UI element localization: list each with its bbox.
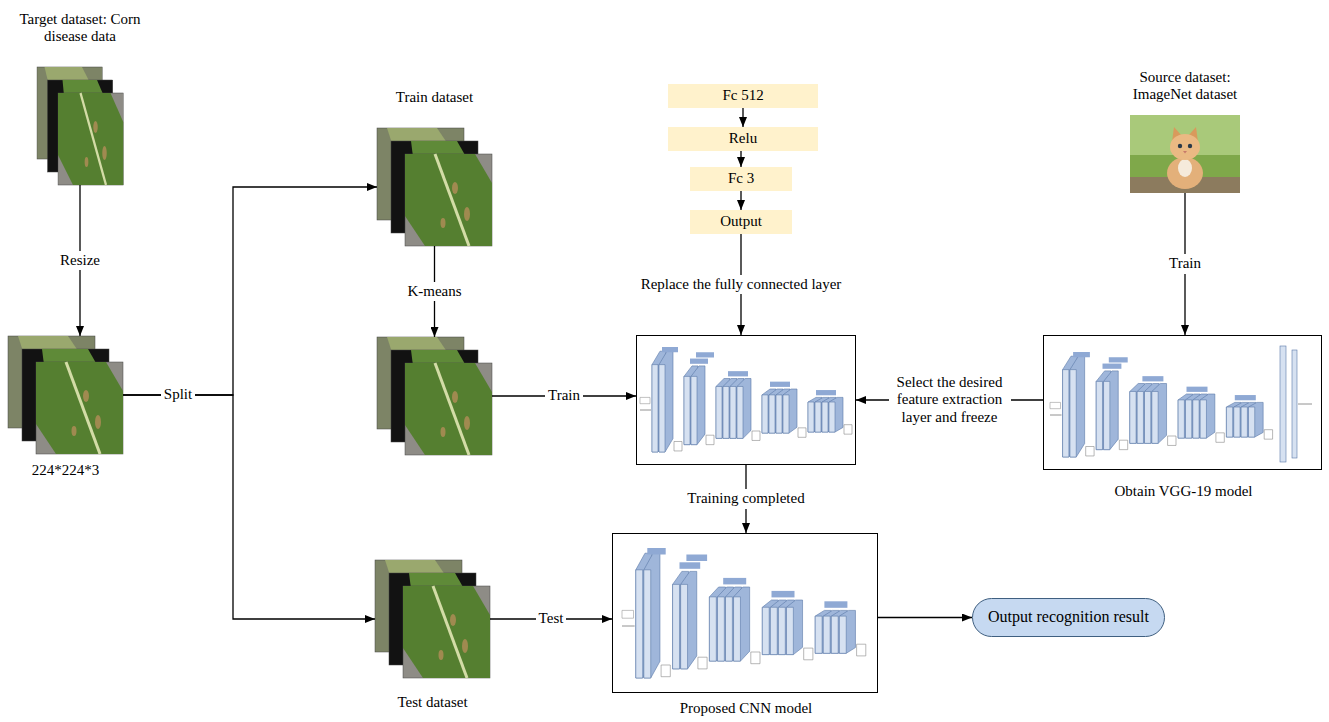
node-label: Fc 3 — [728, 170, 754, 187]
connector-arrow — [740, 151, 741, 167]
node-caption: Source dataset: ImageNet dataset — [1120, 69, 1250, 104]
edge-label: Train — [1166, 254, 1204, 273]
node-label: Output — [720, 213, 762, 230]
image-stack: Test dataset — [375, 560, 490, 678]
node-caption: 224*224*3 — [8, 462, 123, 479]
corn-image-stack — [8, 336, 123, 454]
corn-image-stack — [377, 128, 492, 246]
image-stack — [377, 337, 492, 455]
edge-label: Train — [545, 386, 583, 405]
edge-label: Split — [161, 385, 195, 404]
node-caption: Test dataset — [375, 694, 490, 711]
image-stack: Target dataset: Corn disease data — [37, 67, 123, 185]
node-label: Fc 512 — [722, 87, 763, 104]
image-stack: 224*224*3 — [8, 336, 123, 454]
layer-box: Relu — [668, 127, 818, 151]
corn-image-stack — [377, 337, 492, 455]
connector-arrow — [123, 187, 377, 395]
image-stack: Train dataset — [377, 128, 492, 246]
cnn-schematic — [622, 548, 866, 678]
source-image: Source dataset: ImageNet dataset — [1130, 115, 1240, 193]
layer-box: Fc 512 — [668, 84, 818, 108]
model-frame: Proposed CNN model — [612, 533, 878, 693]
fc-bars — [1280, 346, 1312, 462]
edge-label: Test — [536, 609, 567, 628]
connector-arrow — [878, 617, 972, 618]
edge-label: Training completed — [684, 489, 807, 508]
model-frame — [636, 335, 856, 465]
corn-image-stack — [37, 67, 123, 185]
node-label: Output recognition result — [988, 608, 1149, 626]
layer-box: Output — [690, 210, 792, 234]
cnn-schematic — [1050, 352, 1273, 457]
corn-image-stack — [375, 560, 490, 678]
cat-photo — [1130, 115, 1240, 193]
edge-label: K-means — [404, 282, 464, 301]
edge-label: Replace the fully connected layer — [638, 275, 845, 294]
layer-box: Fc 3 — [690, 167, 792, 191]
node-label: Relu — [729, 130, 757, 147]
connector-arrow — [742, 108, 743, 127]
cnn-schematic — [640, 347, 852, 452]
node-caption: Obtain VGG-19 model — [1044, 483, 1323, 500]
connector-arrow — [740, 191, 741, 210]
edge-label: Resize — [57, 251, 103, 270]
node-caption: Target dataset: Corn disease data — [15, 11, 145, 46]
node-caption: Train dataset — [377, 89, 492, 106]
connector-arrow — [123, 395, 375, 619]
model-frame: Obtain VGG-19 model — [1043, 335, 1322, 470]
result-terminal: Output recognition result — [972, 598, 1165, 637]
edge-label: Select the desired feature extraction la… — [889, 373, 1011, 427]
node-caption: Proposed CNN model — [613, 700, 879, 717]
